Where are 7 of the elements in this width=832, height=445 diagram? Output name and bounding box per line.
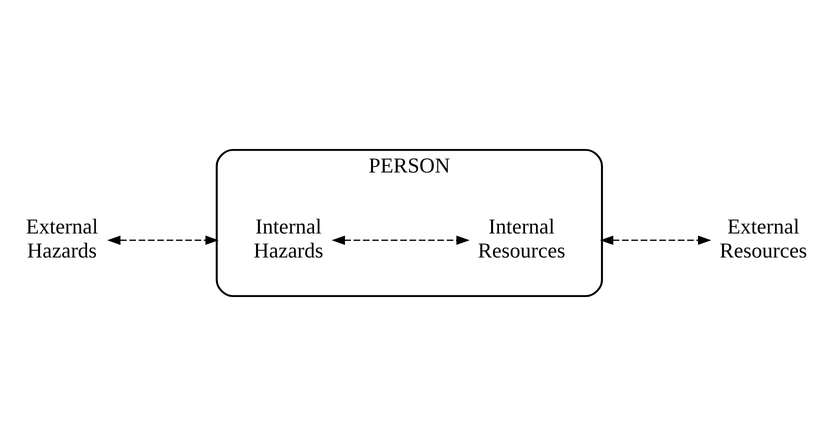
node-text: External Resources <box>720 214 808 262</box>
arrow <box>107 235 219 244</box>
arrow <box>332 235 470 244</box>
node-text: External Hazards <box>26 214 98 262</box>
node-text: Internal Hazards <box>254 214 324 262</box>
node-text: Internal Resources <box>478 214 566 262</box>
arrow <box>600 235 712 244</box>
